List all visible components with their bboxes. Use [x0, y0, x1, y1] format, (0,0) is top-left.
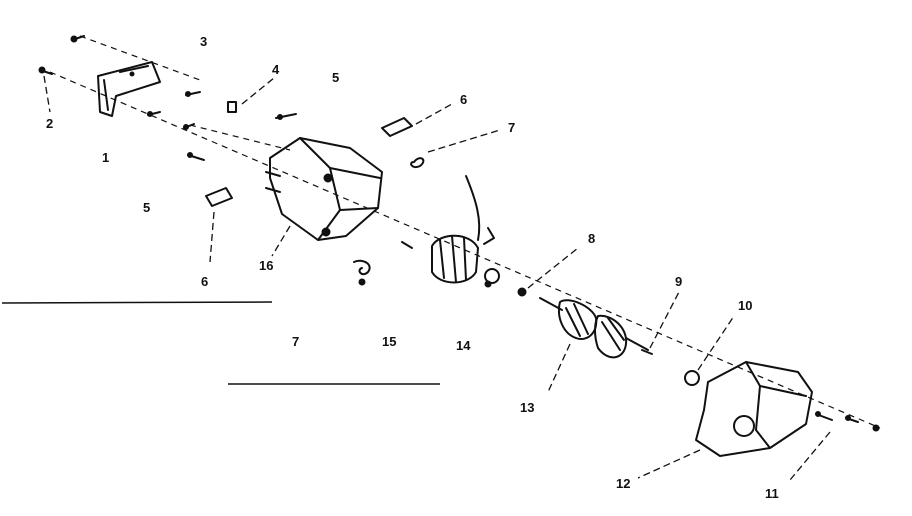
- part-12-gear-housing: [637, 361, 813, 479]
- part-11-screws: [789, 411, 880, 481]
- part-small-screws: [147, 91, 297, 161]
- callout-16: 16: [259, 258, 274, 273]
- screw-axis-line: [189, 124, 291, 151]
- callout-6-upper: 6: [460, 92, 468, 107]
- bracket-axis-line: [79, 35, 201, 81]
- callout-8: 8: [588, 231, 596, 246]
- part-3-bracket: [97, 61, 161, 117]
- callout-6-lower: 6: [201, 274, 209, 289]
- callout-10: 10: [738, 298, 753, 313]
- callout-5-upper: 5: [332, 70, 340, 85]
- leader-2: [43, 75, 51, 113]
- part-15-clip: [353, 259, 371, 286]
- part-2-screw: [38, 66, 53, 75]
- part-screw-top: [70, 35, 85, 43]
- part-10-bearing: [684, 315, 735, 386]
- callout-7-upper: 7: [508, 120, 516, 135]
- callout-11: 11: [765, 486, 779, 501]
- part-13-armature: [539, 297, 649, 393]
- callout-1: 1: [102, 150, 110, 165]
- callout-4: 4: [272, 62, 280, 77]
- part-6-brush-upper: [381, 103, 453, 137]
- callout-9: 9: [675, 274, 683, 289]
- part-9-pin: [641, 289, 681, 355]
- callout-3: 3: [200, 34, 208, 49]
- rule-line-left: [1, 301, 273, 304]
- part-7-spring: [410, 129, 501, 169]
- callout-12: 12: [616, 476, 631, 491]
- part-bearing-washer: [484, 268, 500, 288]
- part-4-clip: [227, 77, 275, 113]
- callout-2: 2: [46, 116, 54, 131]
- part-8-washer: [517, 247, 579, 297]
- callout-13: 13: [520, 400, 535, 415]
- part-16-motor-housing: [265, 137, 383, 257]
- callout-7-lower: 7: [292, 334, 300, 349]
- callout-14: 14: [456, 338, 471, 353]
- part-6-brush-lower: [205, 187, 233, 263]
- callout-5-lower: 5: [143, 200, 151, 215]
- part-14-field-coil: [401, 175, 495, 284]
- callout-15: 15: [382, 334, 397, 349]
